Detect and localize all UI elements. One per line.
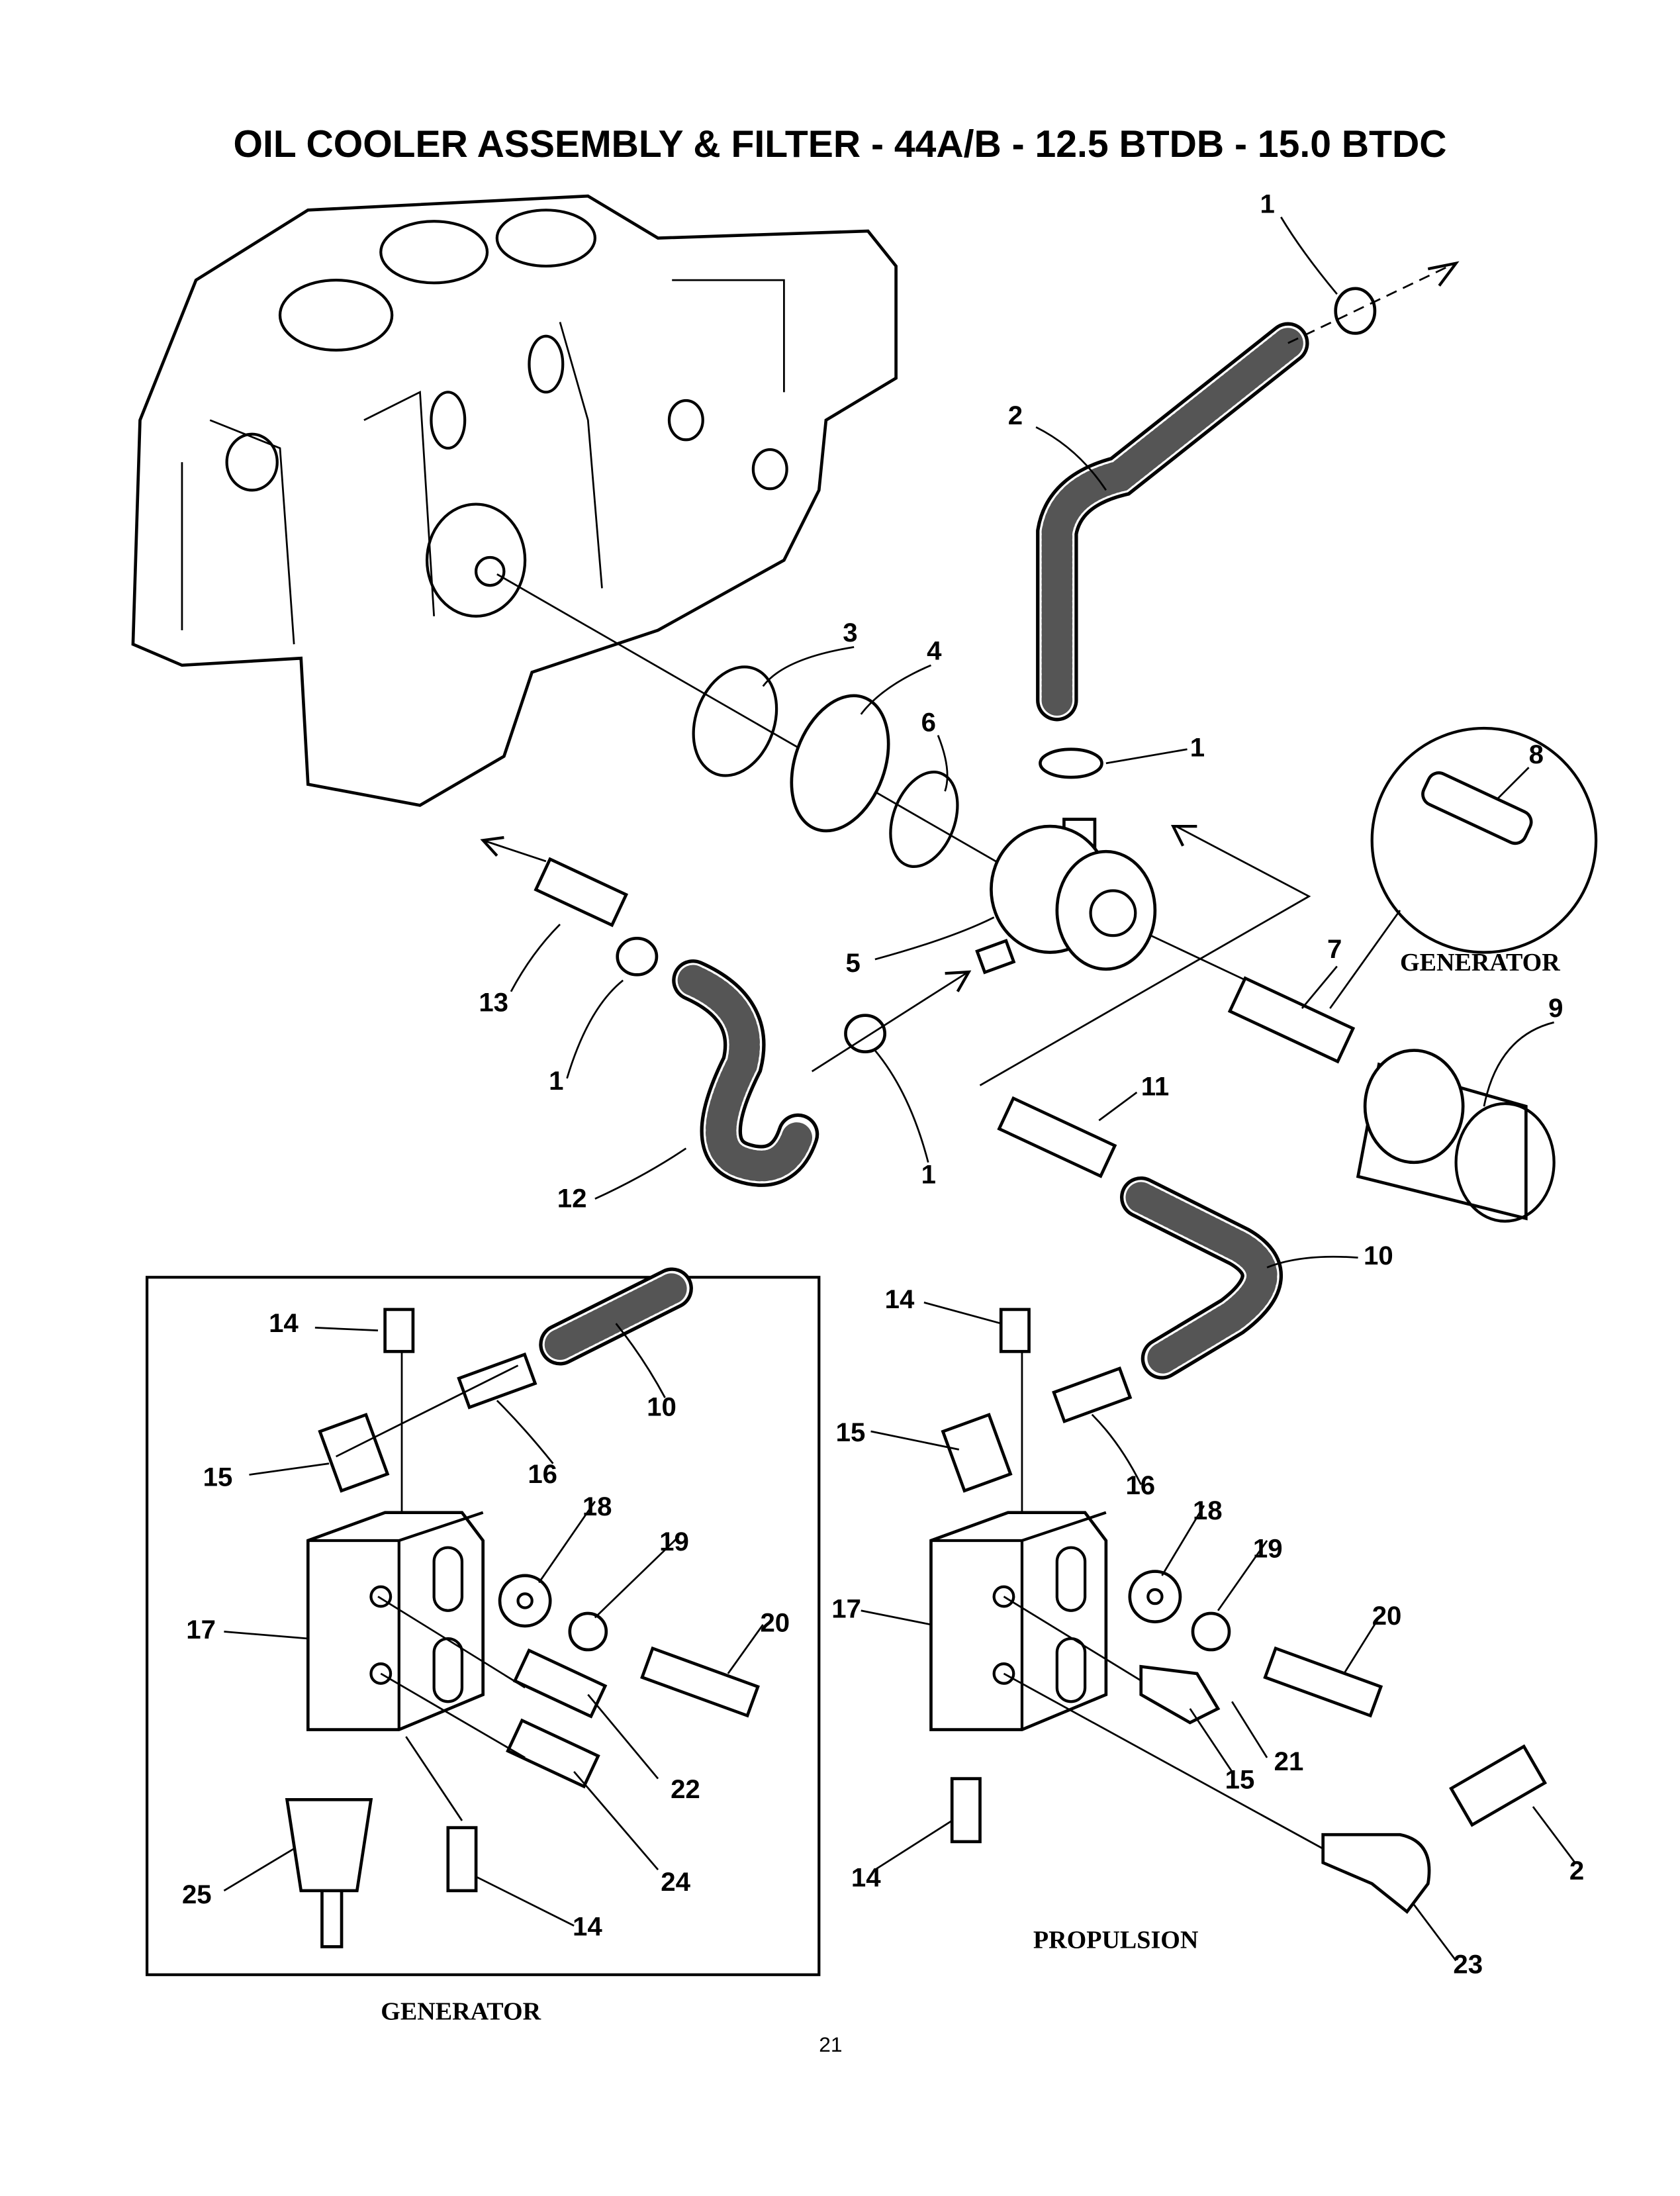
- generator-inset: [285, 1267, 760, 1948]
- callout: 10: [647, 1392, 677, 1422]
- callout: 15: [836, 1417, 866, 1447]
- callout: 14: [269, 1308, 299, 1338]
- fitting-13: [534, 857, 629, 928]
- callout: 16: [528, 1459, 557, 1489]
- flow-arrow-icon: [945, 970, 972, 992]
- hose-12: [672, 959, 819, 1187]
- callout: 12: [557, 1184, 587, 1214]
- callout: 1: [549, 1066, 563, 1096]
- engine-block: [131, 194, 898, 807]
- callout: 4: [927, 636, 942, 665]
- page-title: OIL COOLER ASSEMBLY & FILTER - 44A/B - 1…: [234, 123, 1447, 166]
- callout: 1: [1190, 732, 1205, 762]
- detail-circle: [1370, 726, 1598, 954]
- callout: 3: [843, 618, 857, 647]
- fitting-11: [997, 1096, 1117, 1178]
- hose-clamp: [616, 937, 659, 977]
- callout: 16: [1125, 1470, 1155, 1500]
- adapter-7: [1227, 976, 1356, 1064]
- callout: 14: [573, 1912, 602, 1942]
- flow-arrow-icon: [1427, 261, 1460, 287]
- callout: 25: [182, 1880, 212, 1909]
- callout: 19: [1253, 1533, 1283, 1563]
- callout: 11: [1141, 1071, 1169, 1101]
- oil-cooler: [975, 818, 1157, 975]
- flow-line: [1287, 265, 1450, 344]
- caption-generator-inset: GENERATOR: [1400, 949, 1560, 977]
- hose-10-inset: [539, 1267, 693, 1366]
- callout: 9: [1548, 993, 1563, 1023]
- callout: 13: [479, 987, 508, 1017]
- flow-line: [979, 825, 1311, 1086]
- flow-line: [811, 973, 967, 1073]
- propulsion-assembly: [929, 1308, 1548, 1914]
- stud-8: [1421, 771, 1533, 845]
- flow-line: [483, 839, 547, 863]
- leader: [1329, 910, 1401, 1009]
- callout: 17: [831, 1594, 861, 1623]
- callout: 20: [1372, 1601, 1402, 1631]
- callout: 21: [1274, 1746, 1304, 1776]
- callout: 1: [921, 1160, 936, 1190]
- callout: 10: [1364, 1241, 1393, 1270]
- flow-arrow-icon: [480, 835, 504, 857]
- hose-clamp: [844, 1014, 887, 1054]
- callout: 1: [1260, 189, 1275, 219]
- callout: 7: [1327, 934, 1342, 964]
- o-ring-6: [889, 771, 959, 869]
- callout: 2: [1569, 1856, 1584, 1886]
- callout: 6: [921, 707, 936, 737]
- callout: 23: [1453, 1950, 1483, 1980]
- callout: 15: [203, 1462, 233, 1492]
- page-number: 21: [819, 2032, 842, 2056]
- leader-lines: [223, 216, 1576, 1962]
- hose-2: [1036, 322, 1309, 722]
- callout: 18: [583, 1492, 612, 1521]
- hose-10: [1120, 1176, 1283, 1380]
- callout: 24: [661, 1867, 690, 1897]
- caption-propulsion: PROPULSION: [1033, 1927, 1199, 1954]
- generator-inset-frame: [145, 1276, 821, 1976]
- callout: 2: [1008, 401, 1023, 430]
- callout: 5: [845, 948, 860, 978]
- callout: 14: [851, 1862, 881, 1892]
- hose-clamp: [1039, 747, 1103, 779]
- callout: 22: [671, 1774, 700, 1804]
- caption-generator: GENERATOR: [381, 1997, 541, 2025]
- callout: 14: [885, 1284, 915, 1314]
- oil-filter-9: [1356, 1049, 1556, 1223]
- callout: 17: [186, 1615, 216, 1645]
- callouts: 1 2 3 4 6 1 8 5 7 9 13 1 11 1 12 10 14 1…: [182, 189, 1584, 1980]
- plate-4: [790, 694, 890, 833]
- callout: 8: [1529, 740, 1544, 769]
- flow-arrow-icon: [1170, 824, 1197, 847]
- callout: 18: [1193, 1496, 1223, 1525]
- o-ring-3: [692, 665, 778, 777]
- callout: 20: [760, 1607, 790, 1637]
